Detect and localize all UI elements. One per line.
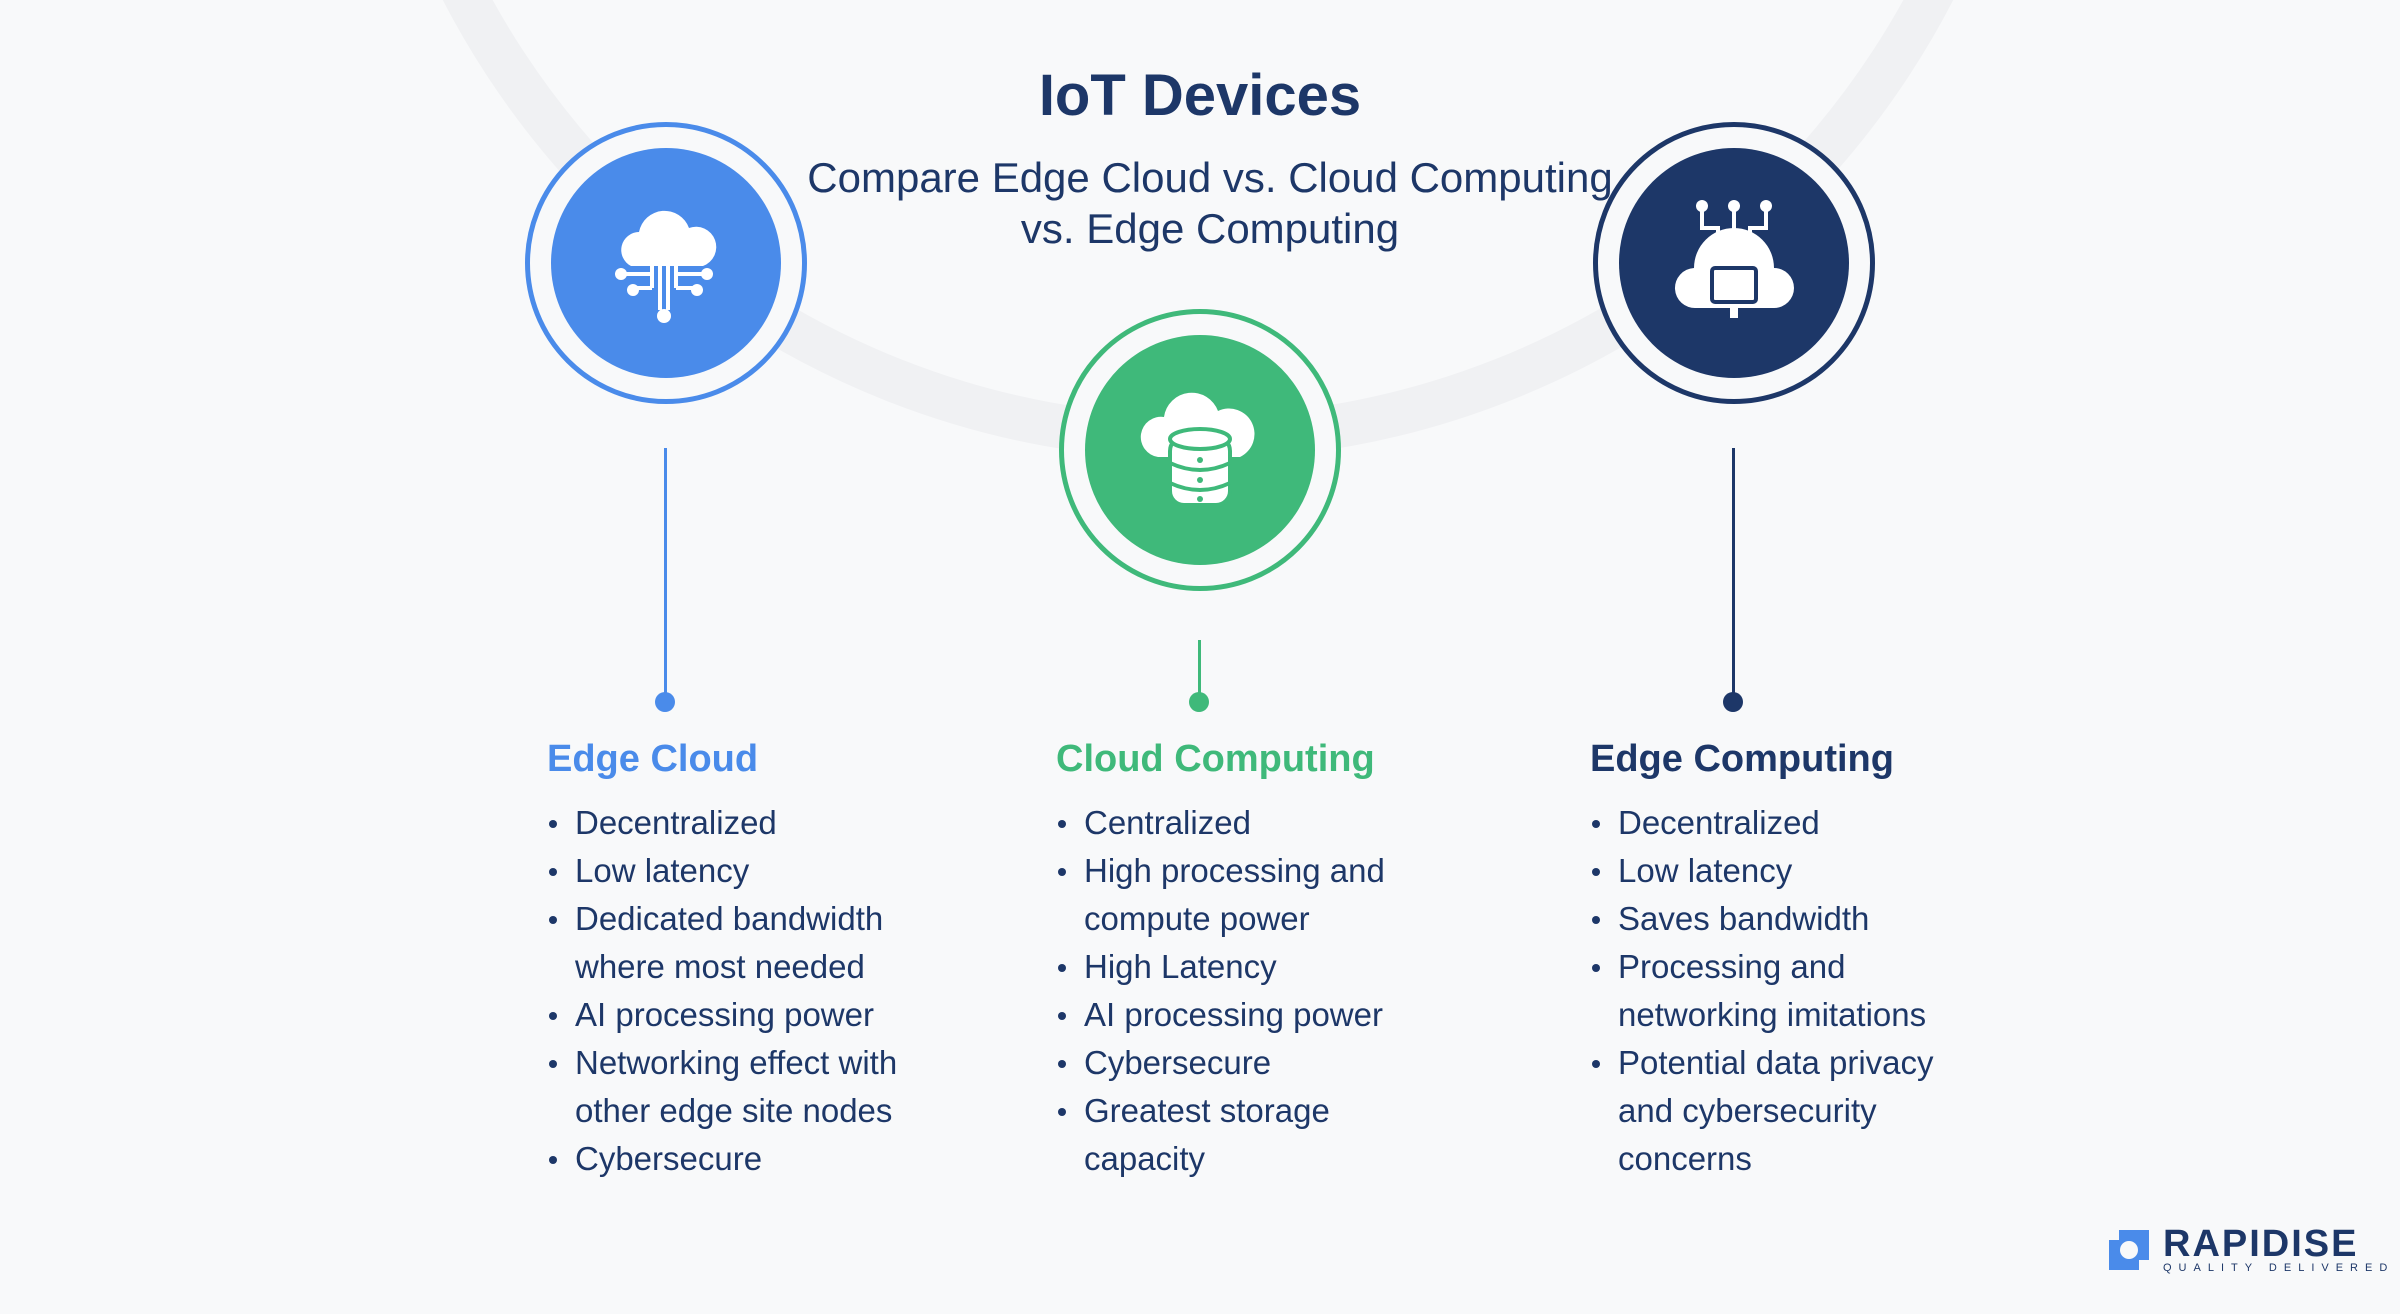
cloud-computing-badge (1059, 309, 1341, 591)
edge-cloud-column: Edge Cloud Decentralized Low latency Ded… (547, 738, 967, 1183)
edge-computing-connector (1732, 448, 1735, 702)
list-item: AI processing power (549, 991, 967, 1039)
list-item: Networking effect with other edge site n… (549, 1039, 935, 1135)
cloud-circuit-icon (615, 210, 717, 323)
list-item: Centralized (1058, 799, 1476, 847)
logo-tagline: QUALITY DELIVERED (2163, 1262, 2395, 1274)
logo-name: RAPIDISE (2163, 1223, 2359, 1265)
rapidise-logo: RAPIDISE QUALITY DELIVERED (2109, 1223, 2395, 1274)
edge-cloud-list: Decentralized Low latency Dedicated band… (547, 799, 967, 1183)
edge-cloud-heading: Edge Cloud (547, 738, 759, 780)
list-item: Decentralized (549, 799, 967, 847)
list-item: AI processing power (1058, 991, 1476, 1039)
edge-cloud-badge (525, 122, 807, 404)
list-item: Greatest storage capacity (1058, 1087, 1384, 1183)
list-item: High Latency (1058, 943, 1476, 991)
cloud-computing-column: Cloud Computing Centralized High process… (1056, 738, 1476, 1183)
list-item: Saves bandwidth (1592, 895, 2010, 943)
edge-cloud-connector (664, 448, 667, 702)
list-item: Low latency (549, 847, 967, 895)
edge-computing-dot (1723, 692, 1743, 712)
rapidise-logo-icon (2109, 1230, 2149, 1270)
list-item: Cybersecure (1058, 1039, 1476, 1087)
edge-computing-column: Edge Computing Decentralized Low latency… (1590, 738, 2010, 1183)
list-item: Low latency (1592, 847, 2010, 895)
cloud-computing-heading: Cloud Computing (1056, 738, 1375, 780)
list-item: Cybersecure (549, 1135, 967, 1183)
page-subtitle: Compare Edge Cloud vs. Cloud Computing v… (807, 154, 1613, 252)
list-item: Decentralized (1592, 799, 2010, 847)
list-item: Dedicated bandwidth where most needed (549, 895, 935, 991)
list-item: Potential data privacy and cybersecurity… (1592, 1039, 1958, 1183)
cloud-computing-dot (1189, 692, 1209, 712)
list-item: High processing and compute power (1058, 847, 1424, 943)
page-title: IoT Devices (1038, 63, 1362, 128)
cloud-computing-connector (1198, 640, 1201, 702)
cloud-monitor-icon (1674, 200, 1794, 318)
list-item: Processing and networking imitations (1592, 943, 1958, 1039)
edge-computing-list: Decentralized Low latency Saves bandwidt… (1590, 799, 2010, 1183)
edge-computing-badge (1593, 122, 1875, 404)
edge-computing-heading: Edge Computing (1590, 738, 1894, 780)
cloud-database-icon (1140, 392, 1255, 507)
edge-cloud-dot (655, 692, 675, 712)
cloud-computing-list: Centralized High processing and compute … (1056, 799, 1476, 1183)
